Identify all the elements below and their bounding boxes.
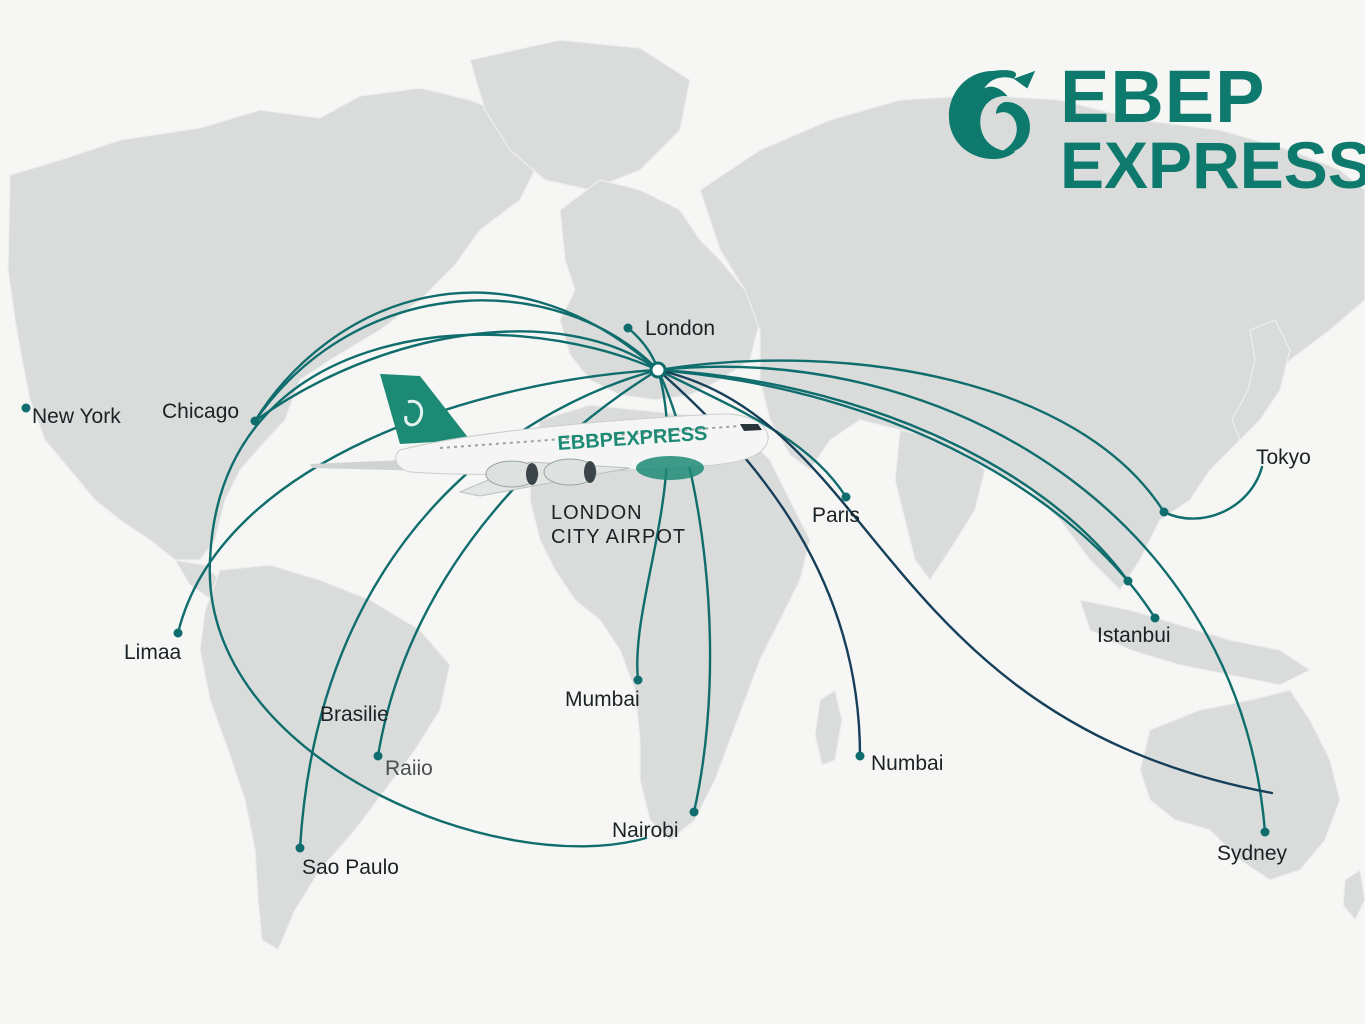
city-dot-london[interactable]: [623, 323, 633, 333]
route-arc-new-york[interactable]: [253, 291, 660, 423]
city-dot-istanbui2[interactable]: [1150, 613, 1160, 623]
city-label-london[interactable]: London: [645, 317, 716, 340]
city-label-limaa[interactable]: Limaa: [124, 641, 182, 664]
logo-beak: [1013, 70, 1036, 89]
brand-name-line2: EXPRESS: [1060, 128, 1365, 202]
aircraft-engine-intake-left: [526, 463, 538, 485]
route-arc-istanbui2[interactable]: [656, 368, 1157, 620]
route-arc-sydney2[interactable]: [656, 368, 1274, 795]
route-arc-numbai[interactable]: [656, 368, 862, 758]
city-dot-mumbai[interactable]: [633, 675, 643, 685]
city-dot-raiio[interactable]: [373, 751, 383, 761]
city-dot-nairobi-end[interactable]: [690, 808, 698, 816]
new-zealand-landmass: [1342, 868, 1365, 922]
hub-label-line1: LONDON: [551, 502, 643, 524]
city-dot-sao-paulo[interactable]: [295, 843, 305, 853]
city-dot-paris[interactable]: [841, 492, 851, 502]
route-arc-limaa[interactable]: [176, 368, 660, 635]
greenland-landmass: [469, 39, 691, 191]
city-dot-numbai[interactable]: [855, 751, 865, 761]
stylized-bird-head-logo-icon: [948, 70, 1036, 160]
city-dot-limaa[interactable]: [173, 628, 183, 638]
aircraft-cockpit: [740, 424, 762, 431]
hub-marker[interactable]: [649, 361, 667, 379]
city-label-nairobi[interactable]: Nairobi: [612, 819, 679, 842]
city-dot-tokyo[interactable]: [1159, 507, 1169, 517]
brand-name-line1: EBEP: [1060, 55, 1266, 138]
aircraft-tail-swirl: [404, 399, 424, 427]
japan-landmass: [1231, 319, 1291, 442]
india-landmass: [894, 429, 986, 582]
city-dot-chicago[interactable]: [250, 416, 260, 426]
australia-landmass: [1139, 689, 1341, 881]
route-arc-istanbui[interactable]: [656, 368, 1130, 583]
city-label-istanbui[interactable]: Istanbui: [1097, 624, 1171, 647]
aircraft-tail-fin: [380, 374, 470, 444]
brand-logo: EBEP EXPRESS: [945, 55, 1365, 198]
route-layer: [176, 291, 1274, 850]
asia-landmass: [699, 94, 1365, 591]
aircraft-belly: [636, 456, 704, 480]
route-arc-nairobi2[interactable]: [208, 333, 660, 848]
city-label-chicago[interactable]: Chicago: [162, 400, 240, 423]
hub-label: LONDON CITY AIRPOT: [551, 501, 686, 550]
city-label-sydney[interactable]: Sydney: [1217, 842, 1288, 865]
route-arc-nairobi[interactable]: [656, 368, 712, 814]
hub-label-line2: CITY AIRPOT: [551, 526, 687, 549]
north-america-landmass: [7, 87, 541, 561]
south-america-landmass: [199, 564, 451, 951]
route-arc-sydney[interactable]: [656, 365, 1267, 834]
city-label-paris[interactable]: Paris: [812, 504, 860, 527]
madagascar-landmass: [814, 689, 843, 766]
airliner-icon: EBBPEXPRESS: [310, 374, 769, 497]
city-dot-istanbui[interactable]: [1123, 576, 1133, 586]
route-arc-mumbai[interactable]: [636, 368, 669, 682]
city-label-brasilie[interactable]: Brasilie: [320, 703, 389, 726]
city-dot-new-york-extra[interactable]: [22, 404, 30, 412]
city-dot-layer: [21, 323, 1270, 853]
route-arc-tokyo[interactable]: [656, 359, 1264, 520]
city-label-tokyo[interactable]: Tokyo: [1256, 446, 1311, 469]
city-label-new-york[interactable]: New York: [32, 405, 121, 428]
route-arc-sao-paulo[interactable]: [298, 368, 660, 850]
indonesia-landmass: [1079, 599, 1312, 686]
city-label-sao-paulo[interactable]: Sao Paulo: [302, 856, 399, 879]
city-label-mumbai[interactable]: Mumbai: [565, 688, 640, 711]
city-dot-sydney[interactable]: [1260, 827, 1270, 837]
city-label-numbai[interactable]: Numbai: [871, 752, 944, 775]
logo-outer-swoosh: [948, 70, 1017, 160]
route-arc-raiio[interactable]: [376, 368, 660, 758]
aircraft-engine-intake-right: [584, 461, 596, 483]
city-label-raiio[interactable]: Raiio: [385, 757, 433, 780]
logo-inner-swoosh: [995, 102, 1030, 153]
